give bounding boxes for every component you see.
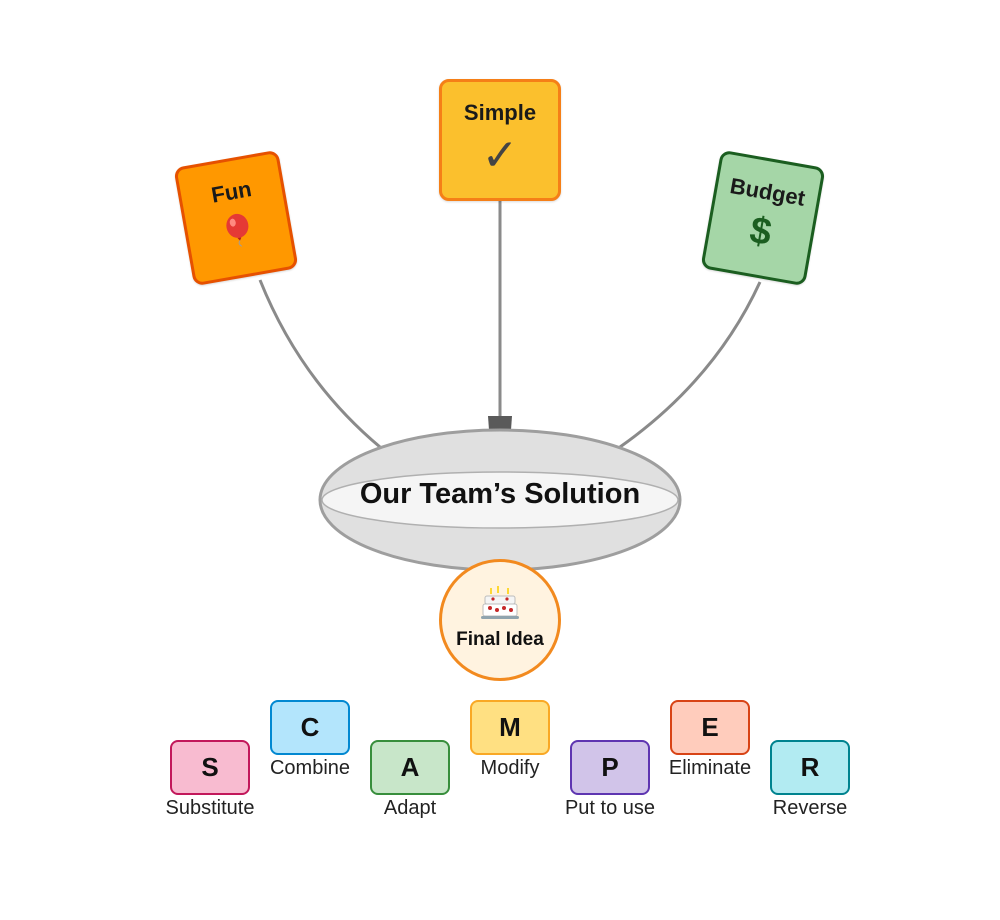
card-budget: Budget $	[700, 149, 826, 287]
scamper-label-substitute: Substitute	[165, 797, 255, 819]
scamper-box-e: E	[670, 700, 750, 755]
card-fun: Fun	[173, 149, 299, 287]
card-simple: Simple ✓	[439, 79, 561, 201]
scamper-label-modify: Modify	[480, 757, 540, 779]
final-idea-node: Final Idea	[439, 559, 561, 681]
cake-icon	[481, 584, 519, 625]
scamper-box-r: R	[770, 740, 850, 795]
scamper-box-m: M	[470, 700, 550, 755]
solution-ellipse	[318, 428, 682, 572]
balloon-icon	[220, 210, 256, 253]
dollar-icon: $	[746, 209, 775, 255]
card-budget-label: Budget	[728, 173, 808, 211]
checkmark-icon: ✓	[481, 131, 519, 180]
arrowhead-icon	[488, 416, 512, 430]
scamper-label-eliminate: Eliminate	[668, 757, 752, 779]
connector-budget-to-solution	[619, 281, 762, 449]
card-fun-label: Fun	[209, 176, 254, 208]
scamper-label-put-to-use: Put to use	[564, 797, 656, 819]
scamper-box-p: P	[570, 740, 650, 795]
scamper-label-combine: Combine	[269, 757, 351, 779]
solution-label: Our Team’s Solution	[359, 478, 641, 510]
scamper-label-reverse: Reverse	[772, 797, 848, 819]
final-idea-label: Final Idea	[456, 629, 544, 650]
scamper-box-a: A	[370, 740, 450, 795]
scamper-box-c: C	[270, 700, 350, 755]
card-simple-label: Simple	[463, 100, 537, 125]
connector-fun-to-solution	[258, 279, 381, 449]
scamper-label-adapt: Adapt	[383, 797, 437, 819]
scamper-box-s: S	[170, 740, 250, 795]
